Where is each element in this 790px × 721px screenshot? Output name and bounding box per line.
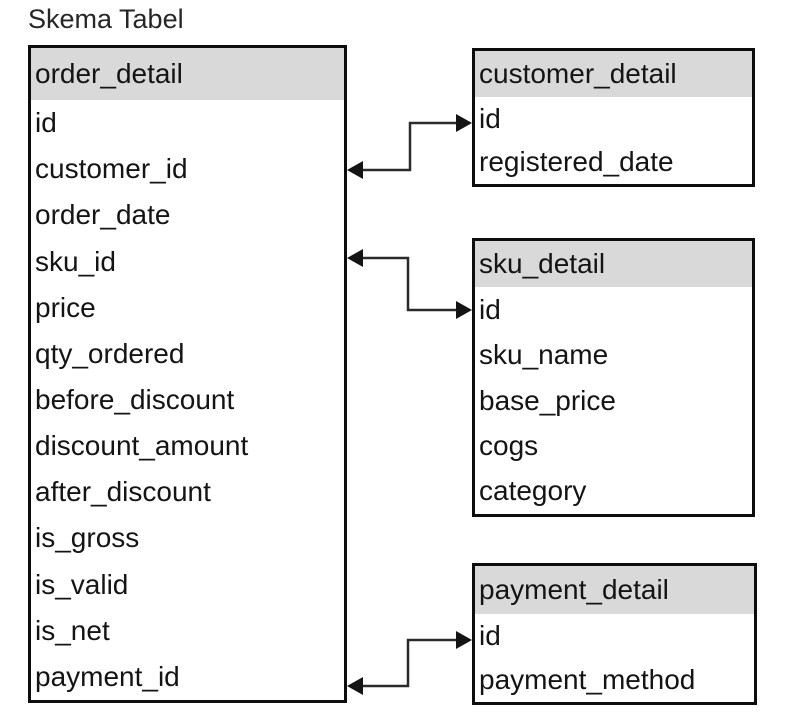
- arrowhead-left-payment-icon: [347, 677, 363, 695]
- field-customer-detail-registered-date: registered_date: [479, 146, 674, 178]
- table-sku-detail-header: sku_detail: [475, 241, 752, 287]
- relationship-sku: [347, 249, 472, 319]
- arrowhead-right-sku-icon: [456, 301, 472, 319]
- relationship-customer-line: [360, 121, 458, 172]
- relationship-payment-line: [360, 638, 458, 688]
- relationship-customer: [347, 114, 472, 179]
- field-sku-detail-category: category: [479, 475, 587, 507]
- field-sku-detail-id: id: [479, 293, 501, 325]
- arrowhead-left-customer-icon: [347, 161, 363, 179]
- field-payment-detail-id: id: [479, 620, 501, 651]
- field-order-detail-is-net: is_net: [35, 614, 110, 646]
- field-order-detail-qty-ordered: qty_ordered: [35, 337, 185, 369]
- table-order-detail-header: order_detail: [31, 48, 344, 100]
- field-payment-detail-payment-method: payment_method: [479, 664, 696, 695]
- table-payment-detail: payment_detail id payment_method: [472, 563, 757, 705]
- field-order-detail-id: id: [35, 107, 57, 139]
- field-order-detail-after-discount: after_discount: [35, 476, 211, 508]
- table-payment-detail-header: payment_detail: [475, 566, 754, 614]
- relationship-sku-line: [360, 256, 458, 312]
- table-customer-detail: customer_detail id registered_date: [472, 48, 755, 187]
- field-order-detail-price: price: [35, 291, 96, 323]
- field-order-detail-sku-id: sku_id: [35, 245, 116, 277]
- field-sku-detail-sku-name: sku_name: [479, 339, 609, 371]
- field-order-detail-discount-amount: discount_amount: [35, 430, 249, 462]
- field-order-detail-customer-id: customer_id: [35, 153, 188, 185]
- table-customer-detail-header: customer_detail: [475, 51, 752, 97]
- field-sku-detail-cogs: cogs: [479, 429, 539, 461]
- field-order-detail-before-discount: before_discount: [35, 384, 235, 416]
- field-order-detail-is-valid: is_valid: [35, 568, 129, 600]
- arrowhead-left-sku-icon: [347, 249, 363, 267]
- arrowhead-right-payment-icon: [456, 631, 472, 649]
- field-order-detail-is-gross: is_gross: [35, 522, 140, 554]
- field-order-detail-payment-id: payment_id: [35, 660, 180, 692]
- table-sku-detail: sku_detail id sku_name base_price cogs c…: [472, 238, 755, 517]
- page-title: Skema Tabel: [28, 4, 184, 34]
- field-sku-detail-base-price: base_price: [479, 384, 616, 416]
- arrowhead-right-customer-icon: [456, 114, 472, 132]
- field-customer-detail-id: id: [479, 102, 501, 134]
- field-order-detail-order-date: order_date: [35, 199, 171, 231]
- relationship-payment: [347, 631, 472, 695]
- table-order-detail: order_detail id customer_id order_date s…: [28, 45, 347, 703]
